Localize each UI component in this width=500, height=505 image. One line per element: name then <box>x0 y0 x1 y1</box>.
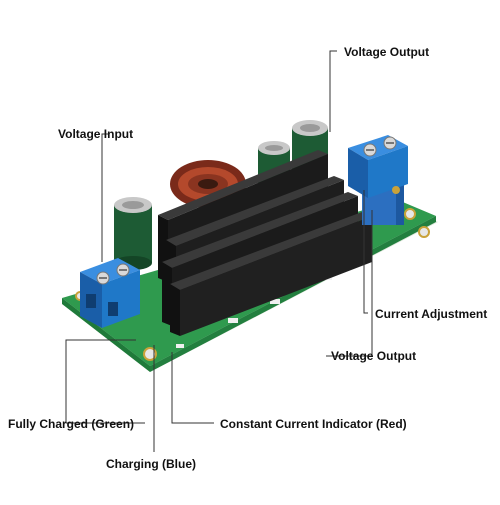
charging-label: Charging (Blue) <box>106 457 196 471</box>
leader-line-voltage-output-bottom <box>326 210 373 357</box>
smd-component <box>176 344 184 348</box>
voltage-output-label: Voltage Output <box>344 45 430 59</box>
output-terminal-block <box>348 135 408 198</box>
input-terminal-block <box>80 258 140 328</box>
current-adjustment-label: Current Adjustment <box>375 307 488 321</box>
mounting-hole <box>143 347 157 361</box>
fully-charged-label: Fully Charged (Green) <box>8 417 135 431</box>
leader-line-fully-charged <box>65 339 145 424</box>
mounting-hole <box>418 226 430 238</box>
leader-line-voltage-input <box>101 133 108 262</box>
leader-line-constant-current <box>171 352 214 424</box>
heatsink <box>158 150 372 336</box>
smd-component <box>270 299 280 304</box>
leader-line-voltage-output-top <box>329 50 337 132</box>
smd-component <box>228 318 238 323</box>
voltage-input-label: Voltage Input <box>58 127 134 141</box>
voltage-output-label-bottom: Voltage Output <box>331 349 417 363</box>
mounting-hole <box>404 208 416 220</box>
constant-current-indicator-label: Constant Current Indicator (Red) <box>220 417 407 431</box>
leader-lines <box>65 50 373 452</box>
leader-line-current-adjustment <box>363 190 368 314</box>
